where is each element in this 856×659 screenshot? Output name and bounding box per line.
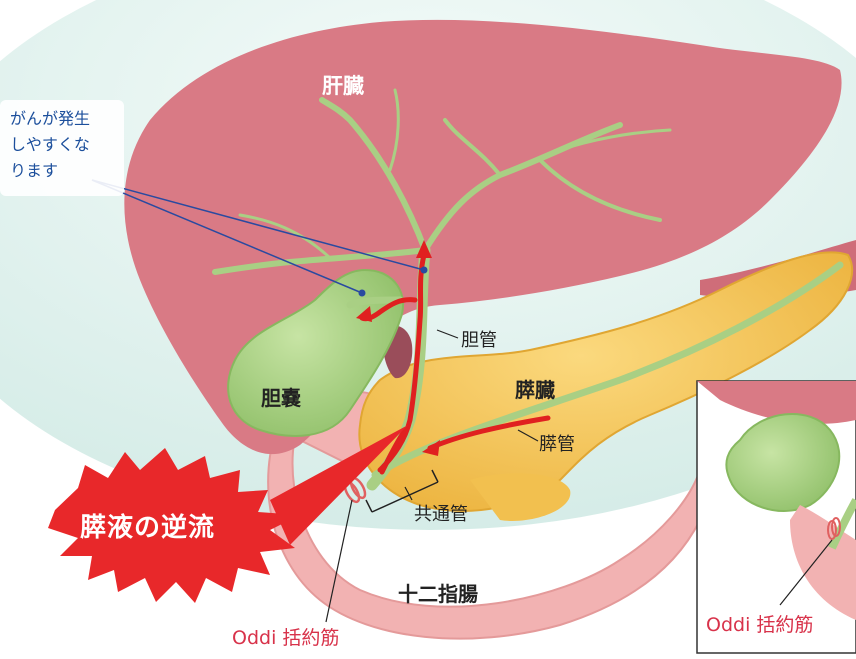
pancreas-label: 膵臓 [515,374,555,403]
common-channel-label: 共通管 [414,500,468,526]
backflow-label: 膵液の逆流 [80,507,215,544]
oddi-inset-label: Oddi 括約筋 [706,610,813,637]
cancer-note-line: しやすくな [10,132,122,158]
oddi-label: Oddi 括約筋 [232,623,339,650]
pancreatic-duct-label: 膵管 [539,430,575,456]
bile-duct-label: 胆管 [461,326,497,352]
gallbladder-label: 胆嚢 [261,382,301,411]
pointer-dot [359,290,366,297]
cancer-note-line: がんが発生 [10,106,122,132]
duodenum-label: 十二指腸 [398,578,478,607]
liver-label: 肝臓 [322,70,364,100]
pointer-dot [421,267,428,274]
cancer-note-line: ります [10,158,122,184]
cancer-note: がんが発生 しやすくな ります [10,106,122,184]
